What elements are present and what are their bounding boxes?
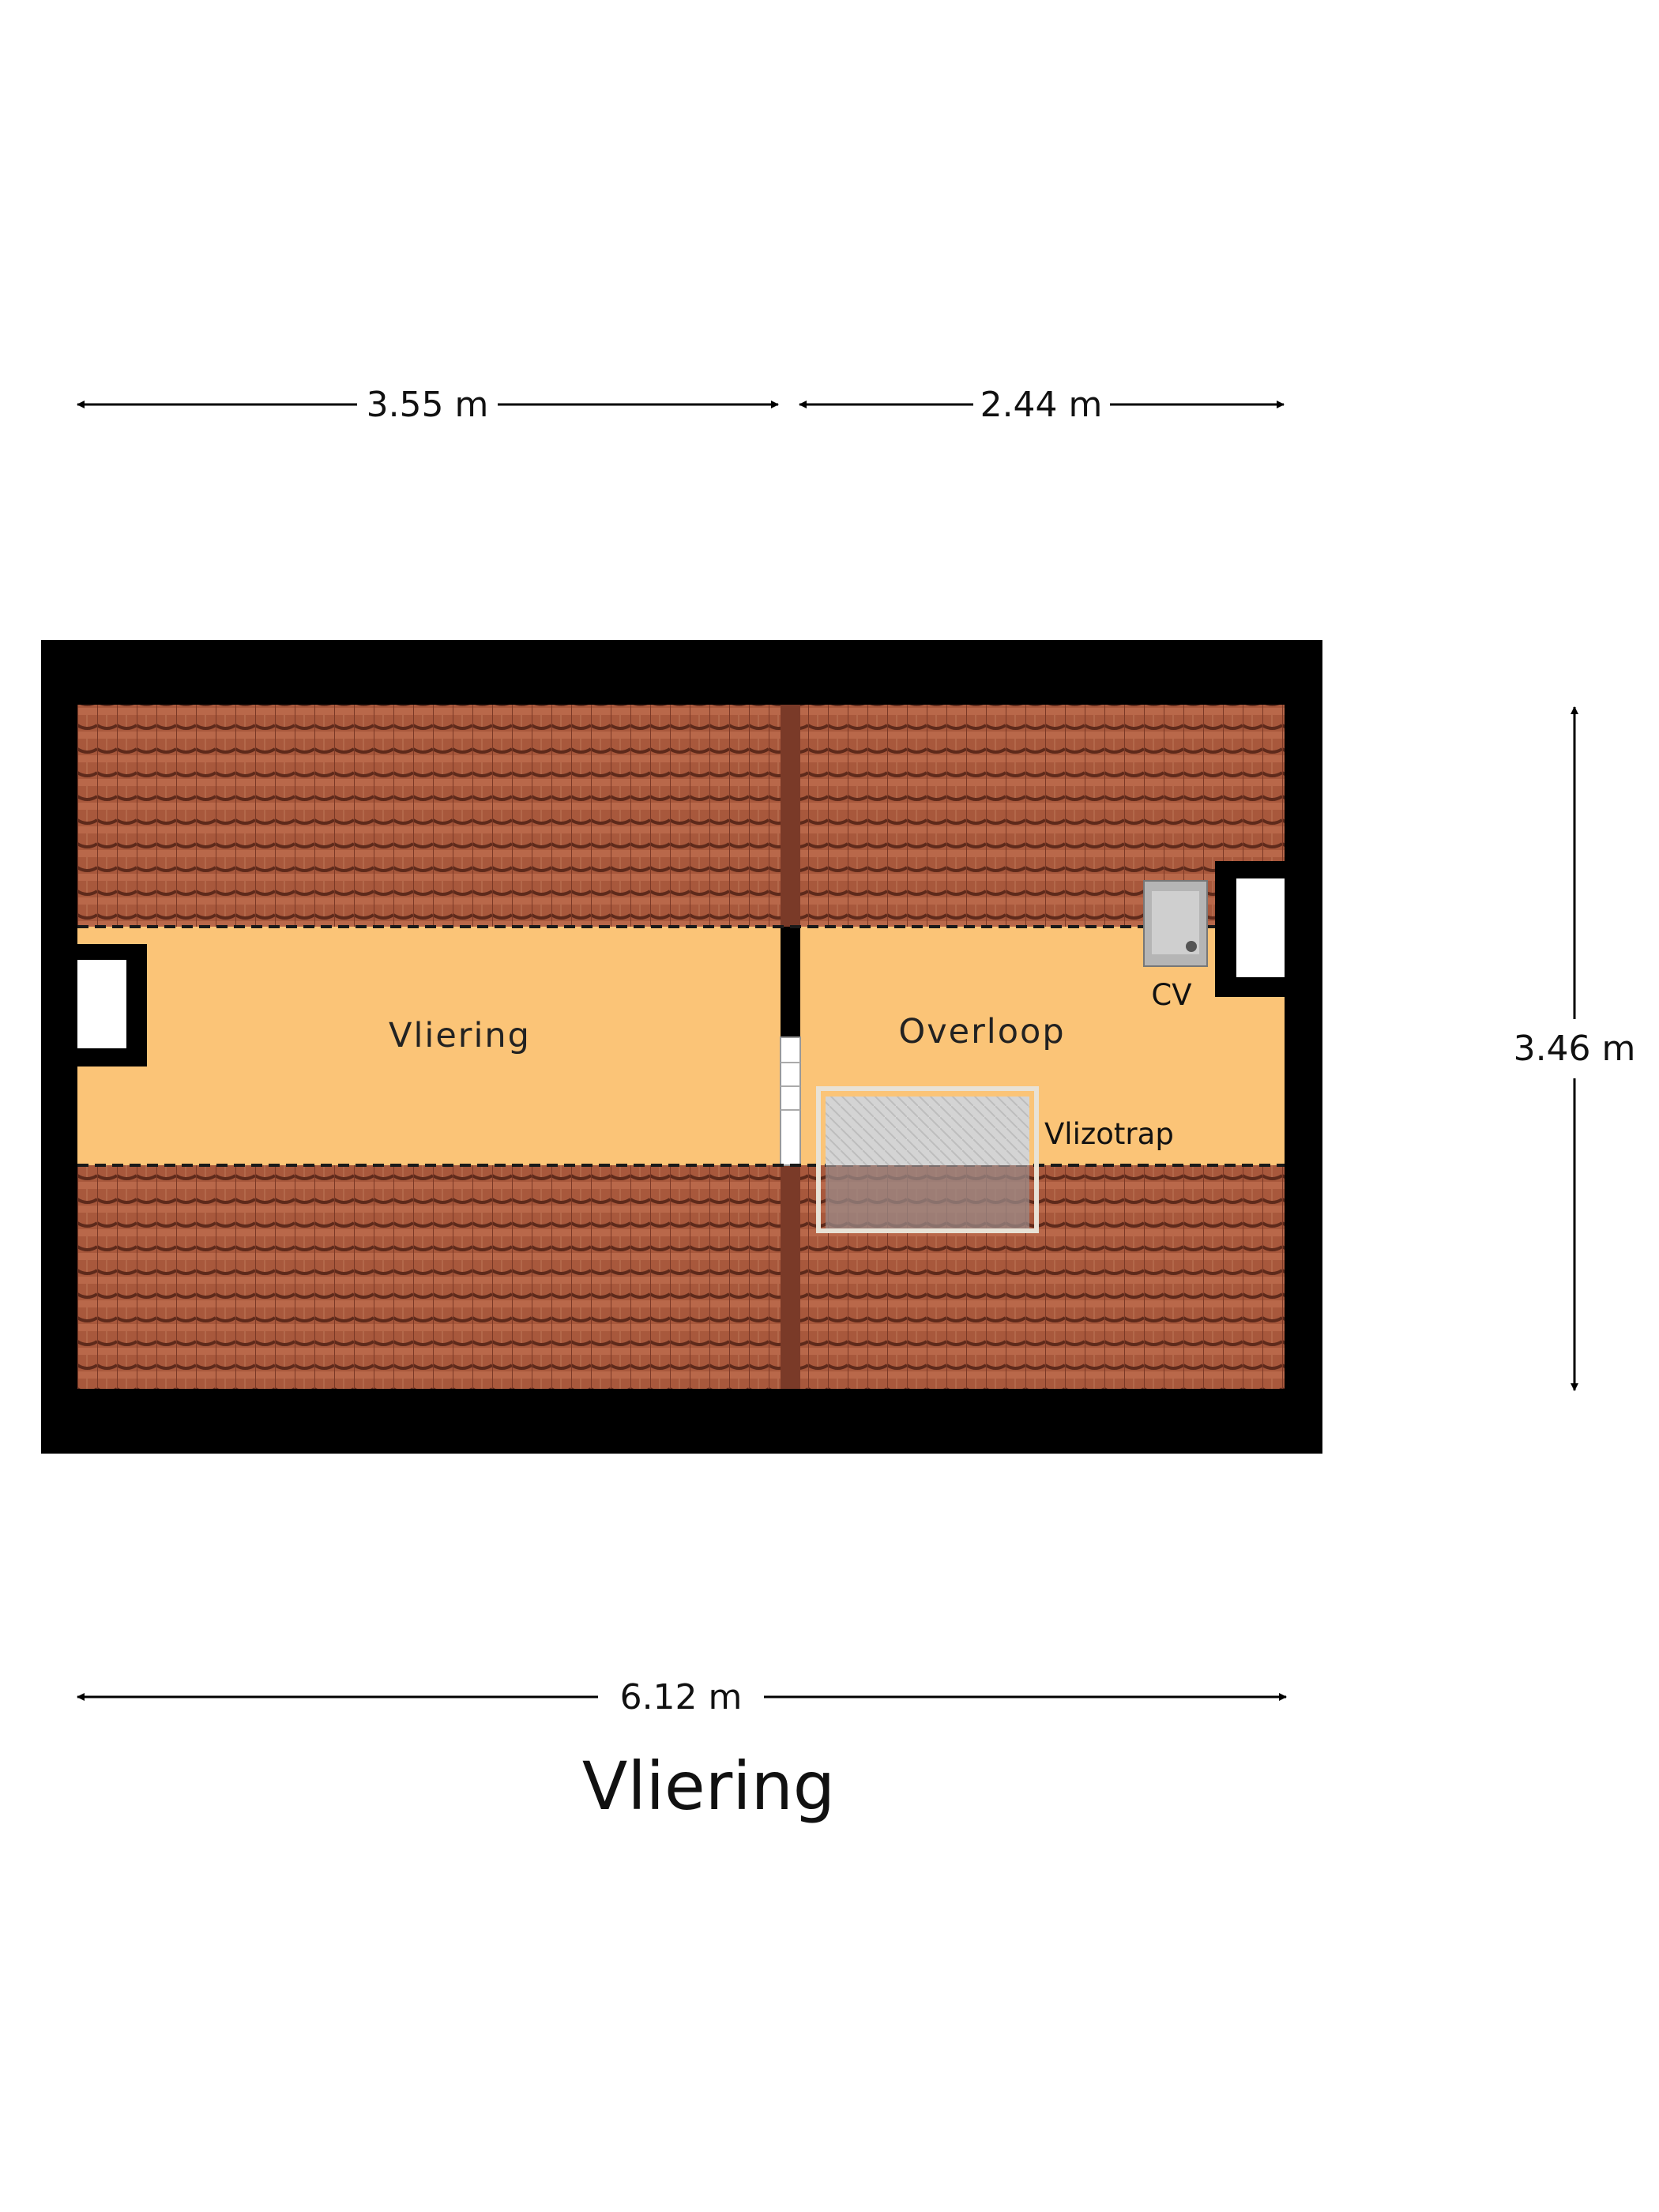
dimension-top-left-label: 3.55 m (367, 385, 489, 425)
partition-wall (781, 927, 800, 1037)
floor-title: Vliering (582, 1747, 835, 1825)
right-chimney-void (1236, 878, 1285, 977)
dimension-top-right: 2.44 m (799, 385, 1285, 425)
dimension-bottom-label: 6.12 m (620, 1677, 743, 1717)
dimension-right-label: 3.46 m (1514, 1029, 1636, 1069)
dimension-top-right-label: 2.44 m (980, 385, 1103, 425)
cv-boiler (1143, 880, 1208, 967)
partition-ridge-bottom (781, 1165, 800, 1389)
dimension-right: 3.46 m (1514, 706, 1636, 1391)
room-label-overloop: Overloop (898, 1012, 1065, 1051)
floor-vliering (77, 927, 781, 1165)
doorway (780, 1036, 801, 1166)
vlizotrap-label: Vlizotrap (1044, 1117, 1174, 1151)
roof-tiles-top (77, 705, 1285, 927)
roof-tiles-bottom (77, 1165, 1285, 1389)
dimension-top-left: 3.55 m (77, 385, 779, 425)
room-label-vliering: Vliering (389, 1016, 531, 1055)
partition-ridge-top (781, 705, 800, 927)
left-chimney-void (77, 960, 126, 1048)
dimension-bottom: 6.12 m (77, 1677, 1287, 1717)
vlizotrap-hatch (816, 1086, 1039, 1233)
cv-label: CV (1151, 978, 1191, 1012)
